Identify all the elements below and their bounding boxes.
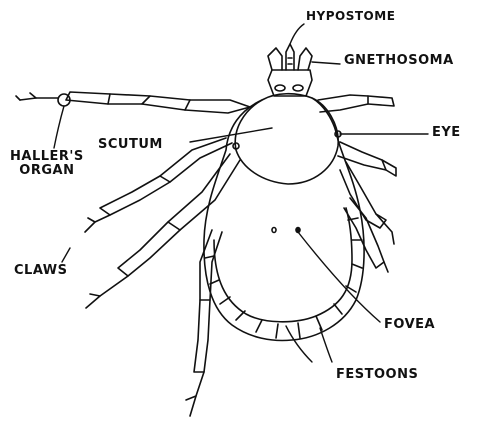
label-hallers-organ-line1: HALLER'S — [10, 150, 84, 164]
label-gnathosoma: GNETHOSOMA — [344, 54, 454, 68]
label-hypostome: HYPOSTOME — [306, 10, 395, 23]
label-hallers-organ-line2: ORGAN — [10, 164, 84, 178]
label-fovea: FOVEA — [384, 318, 435, 332]
label-claws: CLAWS — [14, 264, 68, 278]
leg-2-left — [85, 138, 232, 232]
label-hallers-organ: HALLER'S ORGAN — [10, 150, 84, 177]
leg-front-left — [16, 92, 250, 113]
leader-fovea — [298, 232, 380, 322]
label-eye: EYE — [432, 126, 461, 140]
leader-claws — [62, 248, 70, 262]
label-festoons: FESTOONS — [336, 368, 418, 382]
leg-front-right — [318, 95, 394, 112]
leader-hallers-organ — [54, 106, 64, 148]
leader-festoon-2 — [320, 328, 332, 362]
fovea-left — [272, 228, 276, 233]
leg-2-right — [338, 142, 396, 176]
leader-gnathosoma — [312, 62, 340, 64]
gnathosoma — [268, 44, 312, 96]
label-scutum: SCUTUM — [98, 138, 163, 152]
leader-hypostome — [290, 24, 304, 44]
leg-3-right — [340, 162, 394, 244]
